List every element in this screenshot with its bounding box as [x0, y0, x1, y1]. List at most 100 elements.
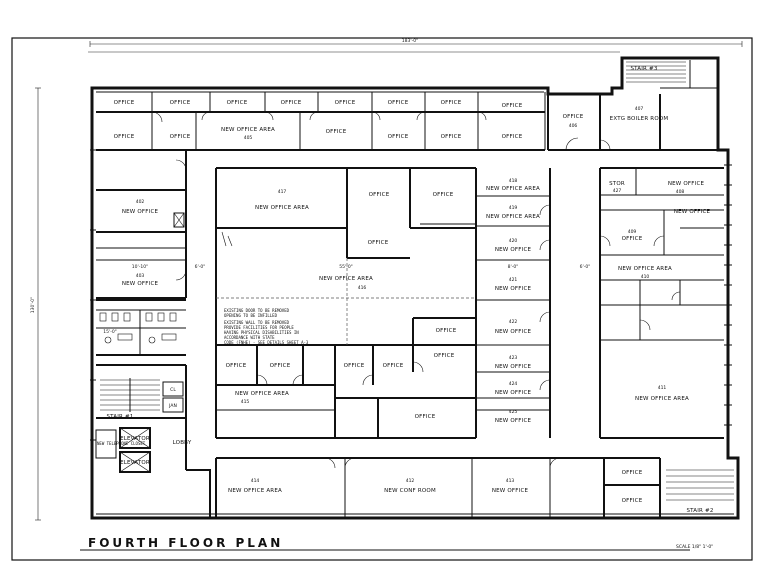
room-label-office: OFFICE	[270, 363, 291, 369]
room-label-new-office: NEW OFFICE	[495, 247, 532, 253]
room-number: 416	[358, 285, 367, 291]
note-line: HAVING PHYSICAL DISABILITIES IN	[224, 330, 299, 335]
room-label-office: OFFICE	[344, 363, 365, 369]
room-label-new-office-area: NEW OFFICE AREA	[486, 186, 540, 192]
room-label-stair3: STAIR #3	[630, 66, 657, 72]
note-line: CODE (FNHE) - SEE DETAILS SHEET A-3	[224, 340, 309, 345]
room-label-stair1: STAIR #1	[106, 414, 133, 420]
room-label-office: OFFICE	[368, 240, 389, 246]
room-label-new-office: NEW OFFICE	[492, 488, 529, 494]
bottom-row	[215, 457, 734, 518]
room-label-stair2: STAIR #2	[686, 508, 713, 514]
dimension-label: 6'-0"	[580, 264, 591, 270]
room-label-telephone: NEW TELEPHONE CLOSET	[97, 441, 146, 446]
room-label-lobby: LOBBY	[173, 440, 192, 446]
room-label-new-office: NEW OFFICE	[495, 364, 532, 370]
room-label-office: OFFICE	[326, 129, 347, 135]
room-label-office: OFFICE	[335, 100, 356, 106]
room-number: 405	[244, 135, 253, 141]
room-label-new-office: NEW OFFICE	[495, 418, 532, 424]
room-number: 408	[676, 189, 685, 195]
room-number: 427	[613, 188, 622, 194]
left-wing-rooms	[96, 150, 187, 299]
overall-width-label: 183'-0"	[402, 38, 418, 44]
room-label-new-office-area: NEW OFFICE AREA	[319, 276, 373, 282]
room-label-new-office-area: NEW OFFICE AREA	[255, 205, 309, 211]
room-label-office: OFFICE	[170, 100, 191, 106]
dimension-label: 15'-0"	[103, 329, 117, 335]
room-number: 403	[136, 273, 145, 279]
room-number: 424	[509, 381, 518, 387]
dimension-label: 6'-0"	[195, 264, 206, 270]
room-label-new-office-area: NEW OFFICE AREA	[618, 266, 672, 272]
room-label-office: OFFICE	[441, 134, 462, 140]
room-label-new-office-area: NEW OFFICE AREA	[235, 391, 289, 397]
room-label-office: OFFICE	[170, 134, 191, 140]
room-label-new-office: NEW OFFICE	[674, 209, 711, 215]
room-label-office: OFFICE	[563, 114, 584, 120]
room-label-conf-room: NEW CONF ROOM	[384, 488, 436, 494]
room-label-office: OFFICE	[388, 100, 409, 106]
room-number: 418	[509, 178, 518, 184]
room-label-office: OFFICE	[281, 100, 302, 106]
room-label-office: OFFICE	[441, 100, 462, 106]
room-label-new-office: NEW OFFICE	[495, 390, 532, 396]
room-label-office: OFFICE	[622, 470, 643, 476]
room-number: 422	[509, 319, 518, 325]
room-label-janitor: JAN	[168, 403, 177, 409]
note-line: PROVIDE FACILITIES FOR PEOPLE	[224, 325, 294, 330]
room-label-closet: CL	[170, 387, 176, 393]
sheet-border	[11, 37, 753, 561]
room-label-office: OFFICE	[433, 192, 454, 198]
room-number: 419	[509, 205, 518, 211]
overall-height-label: 130'-0"	[30, 297, 36, 313]
room-number: 406	[569, 123, 578, 129]
room-number: 402	[136, 199, 145, 205]
room-label-new-office-area: NEW OFFICE AREA	[635, 396, 689, 402]
central-zone	[215, 167, 476, 439]
right-wing	[599, 167, 724, 439]
room-label-new-office-area: NEW OFFICE AREA	[486, 214, 540, 220]
room-label-boiler: EXTG BOILER ROOM	[610, 116, 669, 122]
drawing-title: FOURTH FLOOR PLAN	[88, 536, 283, 550]
note-line: ACCORDANCE WITH STATE	[224, 335, 275, 340]
room-label-office: OFFICE	[227, 100, 248, 106]
note-line: EXISTING WALL TO BE REMOVED	[224, 320, 290, 325]
room-number: 423	[509, 355, 518, 361]
note-line: OPENING TO BE INFILLED	[224, 313, 278, 318]
room-label-office: OFFICE	[436, 328, 457, 334]
room-number: 421	[509, 277, 518, 283]
room-label-office: OFFICE	[622, 236, 643, 242]
room-label-new-office-area: NEW OFFICE AREA	[221, 127, 275, 133]
core-block	[95, 364, 211, 518]
room-number: 409	[628, 229, 637, 235]
top-right-block	[547, 60, 718, 151]
room-number: 425	[509, 409, 518, 415]
room-number: 411	[658, 385, 667, 391]
room-label-new-office: NEW OFFICE	[495, 329, 532, 335]
dimension-label: 10'-10"	[132, 264, 148, 270]
room-label-new-office: NEW OFFICE	[122, 281, 159, 287]
room-label-elevator: ELEVATOR	[120, 460, 150, 466]
dimension-label: 55'-0"	[339, 264, 353, 270]
room-label-office: OFFICE	[434, 353, 455, 359]
restroom-block	[96, 299, 186, 356]
room-label-new-office: NEW OFFICE	[122, 209, 159, 215]
room-label-office: OFFICE	[114, 134, 135, 140]
room-number: 412	[406, 478, 415, 484]
room-label-new-office-area: NEW OFFICE AREA	[228, 488, 282, 494]
room-label-office: OFFICE	[622, 498, 643, 504]
room-label-elevator: ELEVATOR	[120, 436, 150, 442]
dimension-label: 8'-0"	[508, 264, 519, 270]
room-label-new-office: NEW OFFICE	[668, 181, 705, 187]
room-label-office: OFFICE	[388, 134, 409, 140]
room-label-office: OFFICE	[502, 103, 523, 109]
room-label-office: OFFICE	[226, 363, 247, 369]
room-number: 415	[241, 399, 250, 405]
right-center-column	[475, 168, 551, 438]
room-number: 420	[509, 238, 518, 244]
room-label-office: OFFICE	[502, 134, 523, 140]
room-number: 410	[641, 274, 650, 280]
room-number: 417	[278, 189, 287, 195]
room-number: 413	[506, 478, 515, 484]
